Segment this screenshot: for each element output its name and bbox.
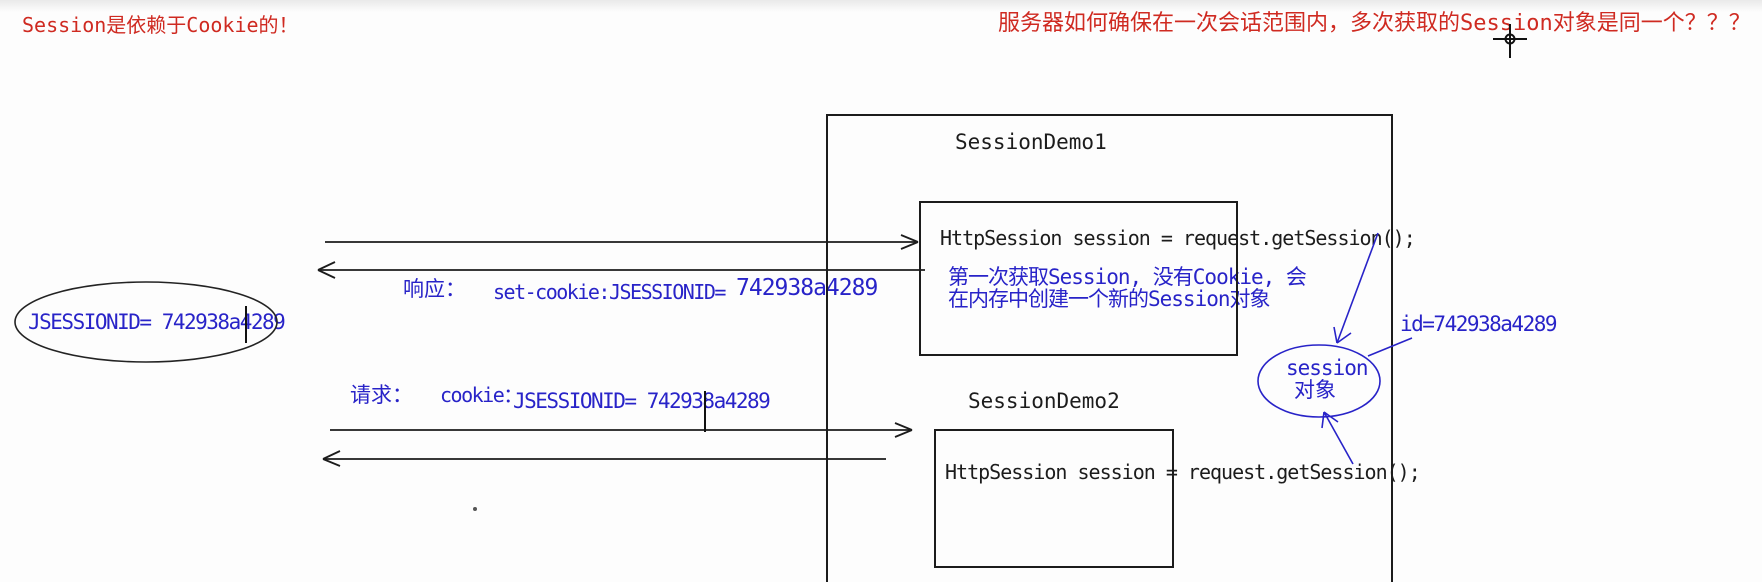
code2-to-session-arrow	[1321, 411, 1354, 465]
session-id-label: id=742938a4289	[1400, 312, 1558, 336]
top-gradient-band	[0, 0, 1762, 12]
sessiondemo1-label: SessionDemo1	[955, 130, 1107, 154]
request1-arrow	[325, 234, 919, 250]
text-caret-cookie-ellipse	[245, 306, 247, 343]
server-container-rect	[826, 114, 1393, 582]
title-session-depends-on-cookie: Session是依赖于Cookie的！	[22, 13, 299, 37]
session-object-text-line2: 对象	[1294, 378, 1336, 402]
sessiondemo1-code: HttpSession session = request.getSession…	[940, 226, 1416, 250]
stray-dot	[473, 507, 477, 511]
request-label: 请求：	[350, 383, 413, 407]
session-note-line2: 在内存中创建一个新的Session对象	[948, 287, 1271, 311]
title-server-question: 服务器如何确保在一次会话范围内，多次获取的Session对象是同一个？？？	[998, 11, 1751, 36]
session-id-pointer-line	[1367, 337, 1413, 357]
sessiondemo2-label: SessionDemo2	[968, 389, 1120, 413]
response-value-prefix: set-cookie:JSESSIONID=	[493, 280, 726, 304]
text-caret-request-line	[704, 391, 706, 432]
request-value[interactable]: JSESSIONID= 742938a4289	[513, 389, 771, 413]
sessiondemo2-code: HttpSession session = request.getSession…	[945, 460, 1421, 484]
response-value-id: 742938a4289	[736, 275, 878, 301]
request2-arrow	[330, 422, 913, 438]
response-label: 响应：	[403, 277, 466, 301]
session-object-text-line1: session	[1286, 356, 1369, 380]
sessiondemo2-code-box	[934, 429, 1174, 568]
response2-arrow	[322, 450, 886, 467]
request-value-prefix: cookie：	[440, 383, 523, 407]
session-note-line1: 第一次获取Session, 没有Cookie, 会	[948, 265, 1307, 289]
